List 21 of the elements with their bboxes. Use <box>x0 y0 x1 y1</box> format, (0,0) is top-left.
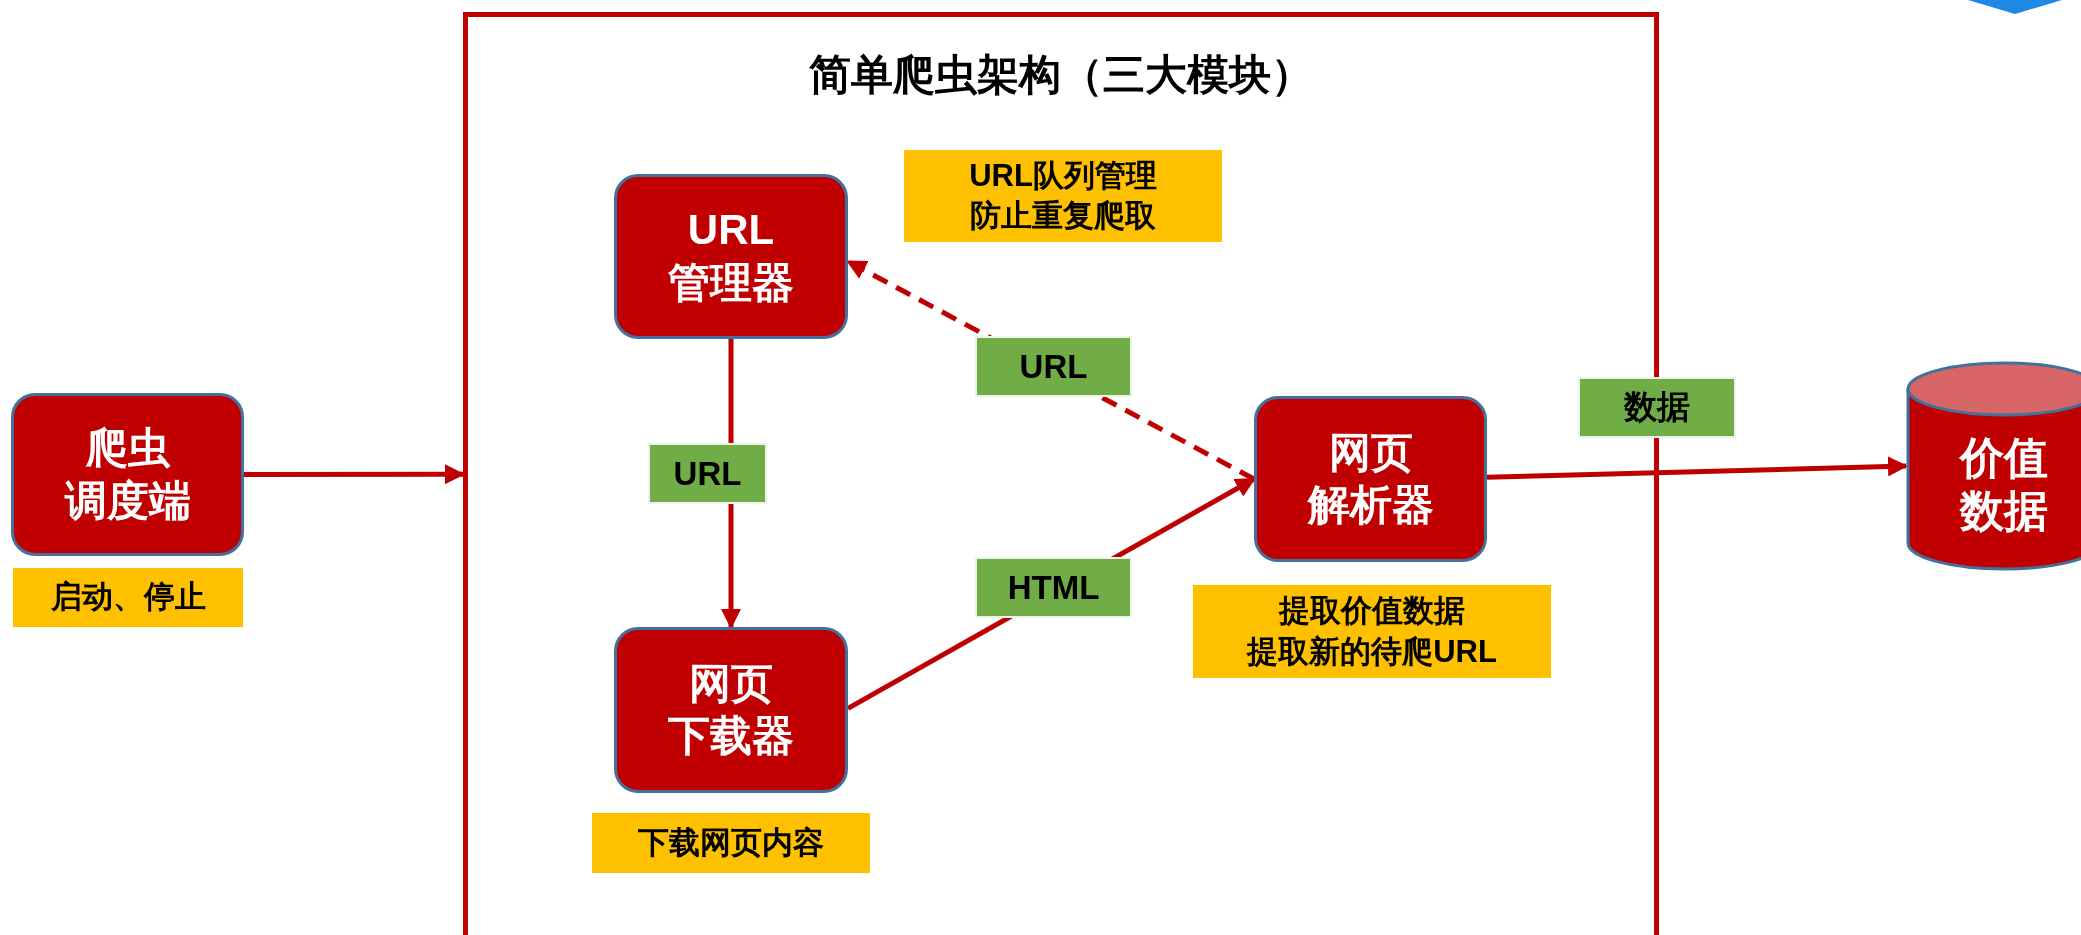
edge-label: URL <box>648 443 767 504</box>
note-label: 下载网页内容 <box>592 813 870 873</box>
edge-label: URL <box>975 336 1132 397</box>
process-box <box>614 174 848 339</box>
box-label: 网页解析器 <box>1307 427 1434 530</box>
process-box <box>614 627 848 793</box>
note-label: 启动、停止 <box>13 568 243 627</box>
database-cylinder <box>1906 361 2081 571</box>
process-box <box>11 393 244 556</box>
note-label: 提取价值数据提取新的待爬URL <box>1193 585 1551 678</box>
edge-label: 数据 <box>1578 377 1736 438</box>
process-box <box>1254 396 1487 562</box>
edge-label: HTML <box>975 557 1132 618</box>
box-label: URL管理器 <box>668 205 794 308</box>
box-label: 网页下载器 <box>668 658 794 761</box>
frame-label: 简单爬虫架构（三大模块） <box>808 50 1314 100</box>
box-label: 爬虫调度端 <box>64 423 191 526</box>
cylinder-label: 价值数据 <box>1958 432 2049 537</box>
note-label: URL队列管理防止重复爬取 <box>904 150 1222 242</box>
arrow <box>244 464 465 485</box>
arrow <box>1486 456 1908 480</box>
